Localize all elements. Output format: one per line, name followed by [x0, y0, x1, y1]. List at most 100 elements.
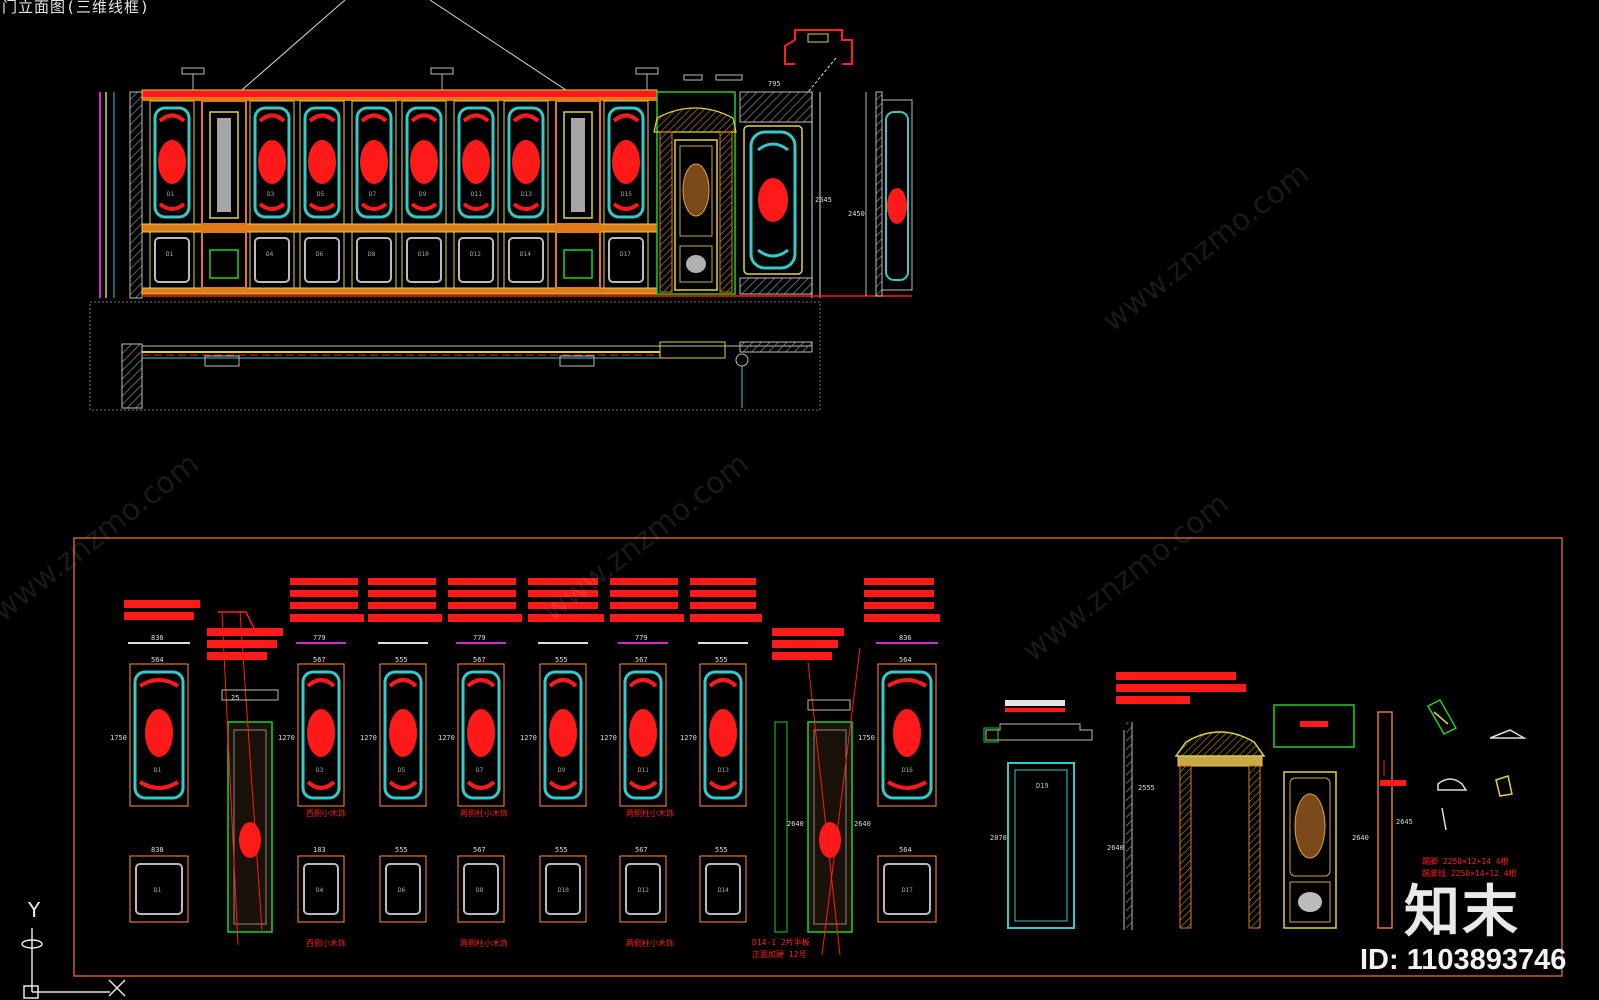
- sheet-panel-width: 567: [473, 656, 486, 664]
- annotation-block: [690, 602, 756, 609]
- annotation-block: [864, 590, 934, 597]
- sheet-panel-height: 1270: [680, 734, 697, 742]
- elevation-lower-tag: D8: [368, 251, 376, 258]
- svg-text:2640: 2640: [854, 820, 871, 828]
- elevation-upper-panel: D3: [249, 100, 295, 225]
- annotation-block: [207, 628, 283, 636]
- annotation-block: [690, 590, 756, 597]
- annotation-block: [290, 578, 358, 585]
- elevation-upper-panel: D9: [401, 100, 447, 225]
- sheet-lower-tag: D17: [902, 887, 913, 894]
- annotation-block: [368, 590, 436, 597]
- viewport-label-text[interactable]: 门立面图(三维线框): [2, 0, 151, 16]
- sheet-lower-tag: D8: [476, 887, 484, 894]
- moulding-profile-detail: [784, 29, 853, 65]
- sheet-lower-dim: 567: [635, 846, 648, 854]
- elevation-lower-panel: [453, 231, 499, 289]
- annotation-block: [772, 640, 838, 648]
- annotation-block: [1116, 696, 1190, 704]
- elevation-side-section: 2450: [848, 91, 913, 297]
- annotation-block: [528, 614, 604, 622]
- elevation-lower-panel: [149, 231, 195, 289]
- arch-doorway-detail: 2640: [1174, 704, 1369, 929]
- annotation-block: [290, 602, 358, 609]
- elevation-panel-tag: D3: [267, 191, 275, 198]
- elevation-upper-panel: D1: [149, 100, 195, 225]
- sheet-panel-dim: 779: [313, 634, 326, 642]
- viewport-label[interactable]: 门立面图(三维线框): [2, 0, 150, 17]
- sheet-lower-tag: D6: [398, 887, 406, 894]
- elevation-lower-tag: D6: [316, 251, 324, 258]
- sheet-panel-height: 1270: [360, 734, 377, 742]
- sheet-panel-width: 564: [151, 656, 164, 664]
- elevation-lower-tag: D17: [620, 251, 631, 258]
- sheet-lower-dim: 555: [715, 846, 728, 854]
- sheet-lower-dim: 567: [473, 846, 486, 854]
- elevation-lower-panel: [351, 231, 397, 289]
- sheet-panel-tag: D7: [476, 767, 484, 774]
- sheet-lower-dim: 555: [555, 846, 568, 854]
- sheet-panel-tag: D9: [558, 767, 566, 774]
- sheet-panel-tag: D16: [902, 767, 913, 774]
- annotation-block: [448, 578, 516, 585]
- sheet-lower-tag: D4: [316, 887, 324, 894]
- sheet-lower-tag: D10: [558, 887, 569, 894]
- sheet-panel-tag: D1: [154, 767, 162, 774]
- svg-text:25: 25: [231, 694, 239, 702]
- svg-text:2640: 2640: [787, 820, 804, 828]
- elevation-panel-tag: D13: [521, 191, 532, 198]
- elevation-lower-panel: [503, 231, 549, 289]
- sheet-panel-height: 1750: [858, 734, 875, 742]
- annotation-block: [124, 600, 200, 608]
- sheet-panel-width: 555: [715, 656, 728, 664]
- annotation-block: [690, 614, 762, 622]
- ucs-icon: [21, 928, 126, 999]
- annotation-block: [290, 614, 364, 622]
- sheet-panel-height: 1270: [600, 734, 617, 742]
- sheet-panel-dim: 779: [635, 634, 648, 642]
- sheet-lower-dim: 555: [395, 846, 408, 854]
- elevation-upper-panel: D11: [453, 100, 499, 225]
- detail-sheet[interactable]: 8365641750D1838D17795671270D3183D4555127…: [73, 537, 1563, 977]
- elevation-lower-tag: D12: [470, 251, 481, 258]
- elevation-door: [653, 91, 737, 295]
- annotation-block: [864, 602, 934, 609]
- elevation-lower-tag: D1: [166, 251, 174, 258]
- annotation-block: [368, 602, 436, 609]
- svg-text:2555: 2555: [1138, 784, 1155, 792]
- svg-text:两侧柱小木饰: 两侧柱小木饰: [460, 808, 508, 818]
- svg-text:795: 795: [768, 80, 781, 88]
- sheet-panel-height: 1270: [278, 734, 295, 742]
- sheet-lower-tag: D12: [638, 887, 649, 894]
- sheet-lower-tag: D14: [718, 887, 729, 894]
- annotation-block: [772, 652, 832, 660]
- svg-text:2070: 2070: [990, 834, 1007, 842]
- elevation-lower-panel: [603, 231, 649, 289]
- svg-text:D19: D19: [1036, 782, 1049, 790]
- svg-text:2640: 2640: [1352, 834, 1369, 842]
- svg-text:2645: 2645: [1396, 818, 1413, 826]
- elevation-pilaster-base: [555, 231, 601, 289]
- annotation-block: [124, 612, 194, 620]
- annotation-block: [207, 652, 267, 660]
- sheet-lower-dim: 838: [151, 846, 164, 854]
- annotation-block: [448, 590, 516, 597]
- svg-text:2640: 2640: [1107, 844, 1124, 852]
- annotation-block: [528, 602, 598, 609]
- sheet-border: [73, 537, 1563, 977]
- sheet-lower-tag: D1: [154, 887, 162, 894]
- annotation-block: [610, 590, 678, 597]
- door-frame-detail: D19 2070 2555 2640: [983, 700, 1155, 930]
- svg-text:正面加硬 12号: 正面加硬 12号: [752, 949, 806, 959]
- elevation-upper-panel: D5: [299, 100, 345, 225]
- annotation-block: [290, 590, 358, 597]
- elevation-upper-panel: D15: [603, 100, 649, 225]
- floor-plan-section: [89, 301, 821, 411]
- sheet-panel-width: 564: [899, 656, 912, 664]
